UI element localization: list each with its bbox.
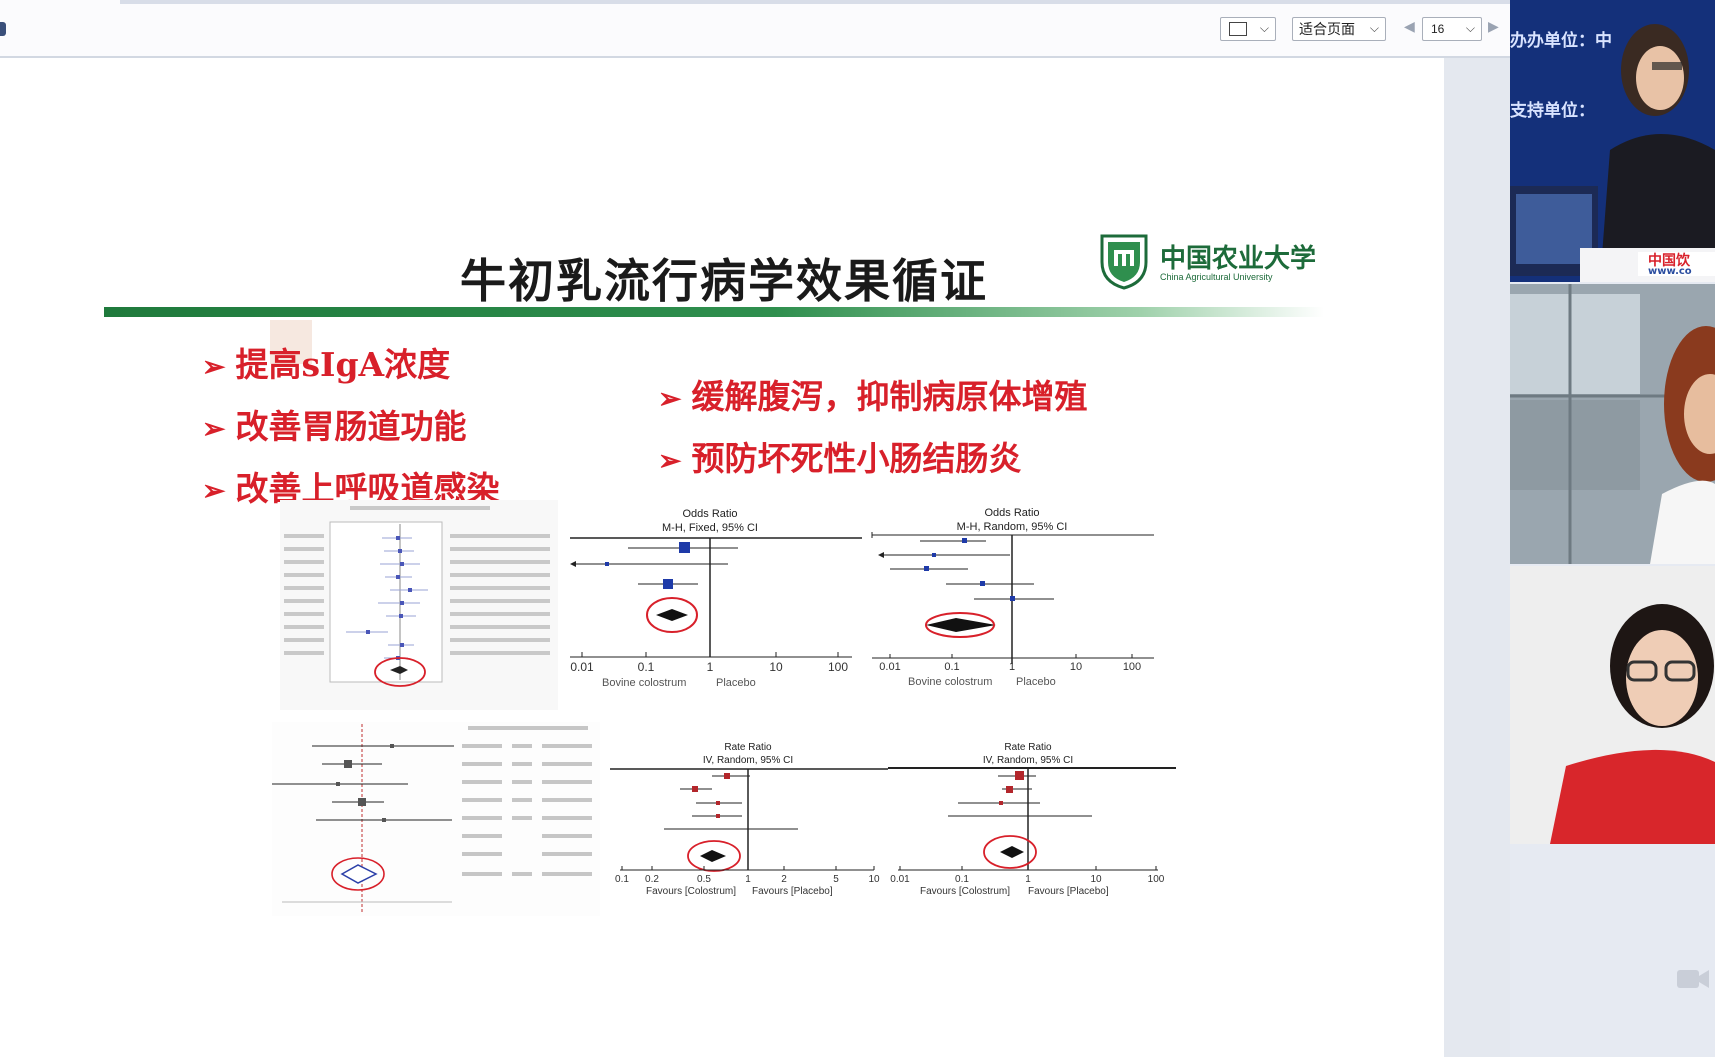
tick-label: 0.1 bbox=[615, 874, 629, 885]
university-logo-icon bbox=[1100, 234, 1148, 290]
toolbar-top-line bbox=[120, 0, 1510, 4]
forest-plot-rate-b: Rate Ratio IV, Random, 95% CI 0.01 0.1 1… bbox=[888, 742, 1176, 897]
slide-title: 牛初乳流行病学效果循证 bbox=[460, 254, 988, 308]
tick-label: 1 bbox=[1025, 874, 1031, 885]
host-banner-line2: 支持单位： bbox=[1510, 101, 1595, 121]
host-banner-line1: 办办单位：中 bbox=[1510, 31, 1612, 51]
bullet-item: ➢ 缓解腹泻，抑制病原体增殖 bbox=[658, 370, 1087, 418]
zoom-select[interactable]: 适合页面 ⌵ bbox=[1292, 17, 1386, 41]
chevron-down-icon: ⌵ bbox=[1465, 21, 1475, 35]
video-tile-participant-2[interactable] bbox=[1510, 566, 1715, 844]
document-viewer[interactable] bbox=[0, 58, 1444, 1057]
tick-label: 2 bbox=[781, 874, 787, 885]
axis-label-right: Placebo bbox=[1016, 676, 1056, 688]
axis-label-left: Favours [Colostrum] bbox=[920, 886, 1010, 897]
camera-icon[interactable] bbox=[1676, 966, 1710, 992]
plot-title: Rate Ratio bbox=[1004, 742, 1052, 753]
viewer-scrollbar[interactable] bbox=[1444, 58, 1510, 1057]
axis-label-right: Favours [Placebo] bbox=[752, 886, 833, 897]
logo-text-en: China Agricultural University bbox=[1160, 272, 1273, 282]
viewer-toolbar: ⌵ 适合页面 ⌵ ◀ 16 ⌵ ▶ bbox=[0, 0, 1510, 58]
video-tile-host[interactable]: 办办单位：中 支持单位： 中国饮 www.co bbox=[1510, 0, 1715, 282]
tick-label: 10 bbox=[1090, 874, 1102, 885]
tick-label: 0.1 bbox=[638, 660, 655, 674]
axis-label-right: Placebo bbox=[716, 677, 756, 689]
forest-plot-image-1 bbox=[280, 500, 558, 710]
page-number: 16 bbox=[1431, 22, 1445, 36]
tick-label: 0.1 bbox=[944, 661, 959, 673]
tick-label: 0.01 bbox=[570, 660, 594, 674]
tick-label: 1 bbox=[1009, 661, 1015, 673]
arrow-bullet-icon: ➢ bbox=[658, 382, 682, 415]
tick-label: 0.2 bbox=[645, 874, 659, 885]
arrow-bullet-icon: ➢ bbox=[202, 412, 226, 445]
forest-plot-image-2 bbox=[272, 722, 600, 916]
plot-subtitle: IV, Random, 95% CI bbox=[983, 755, 1073, 766]
arrow-bullet-icon: ➢ bbox=[658, 444, 682, 477]
text-highlight bbox=[270, 320, 312, 364]
host-url: www.co bbox=[1648, 266, 1692, 277]
prev-page-icon[interactable]: ◀ bbox=[1404, 19, 1415, 35]
forest-plot-odds-random: Odds Ratio M-H, Random, 95% CI 0.01 0.1 … bbox=[871, 507, 1154, 688]
tick-label: 0.01 bbox=[890, 874, 910, 885]
bullet-item: ➢ 提高sIgA浓度 bbox=[202, 338, 450, 386]
tick-label: 100 bbox=[1123, 661, 1141, 673]
tick-label: 0.01 bbox=[879, 661, 900, 673]
bullet-item: ➢ 预防坏死性小肠结肠炎 bbox=[658, 432, 1021, 480]
tick-label: 0.1 bbox=[955, 874, 969, 885]
tick-label: 100 bbox=[1148, 874, 1165, 885]
presenter-silhouette bbox=[1510, 24, 1715, 282]
logo-text-cn: 中国农业大学 bbox=[1160, 244, 1317, 274]
participant-1-scene bbox=[1510, 284, 1715, 564]
chevron-down-icon: ⌵ bbox=[1369, 21, 1379, 35]
arrow-bullet-icon: ➢ bbox=[202, 350, 226, 383]
plot-title: Rate Ratio bbox=[724, 742, 772, 753]
forest-plot-odds-fixed: Odds Ratio M-H, Fixed, 95% CI 0.01 0.1 1… bbox=[570, 508, 862, 689]
sidebar-toggle-icon[interactable] bbox=[0, 22, 6, 36]
host-badge: 中国饮 bbox=[1648, 253, 1690, 269]
title-underline-bar bbox=[104, 307, 1324, 317]
video-tile-participant-1[interactable] bbox=[1510, 284, 1715, 564]
bullet-text: 提高sIgA浓度 bbox=[235, 345, 451, 384]
tick-label: 1 bbox=[745, 874, 751, 885]
plot-title: Odds Ratio bbox=[682, 508, 737, 520]
zoom-label: 适合页面 bbox=[1299, 21, 1355, 37]
page-number-select[interactable]: 16 ⌵ bbox=[1422, 17, 1482, 41]
plot-subtitle: M-H, Fixed, 95% CI bbox=[662, 522, 758, 534]
tick-label: 100 bbox=[828, 660, 848, 674]
plot-subtitle: IV, Random, 95% CI bbox=[703, 755, 793, 766]
single-page-icon bbox=[1229, 22, 1247, 36]
tick-label: 0.5 bbox=[697, 874, 711, 885]
tick-label: 10 bbox=[1070, 661, 1082, 673]
tick-label: 5 bbox=[833, 874, 839, 885]
next-page-icon[interactable]: ▶ bbox=[1488, 19, 1499, 35]
tick-label: 10 bbox=[769, 660, 783, 674]
plot-title: Odds Ratio bbox=[984, 507, 1039, 519]
bullet-item: ➢ 改善胃肠道功能 bbox=[202, 400, 466, 448]
view-mode-select[interactable]: ⌵ bbox=[1220, 17, 1276, 41]
forest-plot-rate-a: Rate Ratio IV, Random, 95% CI 0.1 0.2 0.… bbox=[610, 742, 888, 897]
axis-label-left: Favours [Colostrum] bbox=[646, 886, 736, 897]
bullet-text: 缓解腹泻，抑制病原体增殖 bbox=[691, 377, 1088, 416]
bullet-text: 预防坏死性小肠结肠炎 bbox=[691, 439, 1022, 478]
plot-subtitle: M-H, Random, 95% CI bbox=[957, 521, 1068, 533]
axis-label-left: Bovine colostrum bbox=[908, 676, 992, 688]
bullet-text: 改善胃肠道功能 bbox=[235, 407, 467, 446]
tick-label: 1 bbox=[707, 660, 714, 674]
chevron-down-icon: ⌵ bbox=[1259, 21, 1269, 35]
axis-label-right: Favours [Placebo] bbox=[1028, 886, 1109, 897]
axis-label-left: Bovine colostrum bbox=[602, 677, 686, 689]
participant-2-scene bbox=[1510, 566, 1715, 844]
arrow-bullet-icon: ➢ bbox=[202, 474, 226, 507]
video-panel: 办办单位：中 支持单位： 中国饮 www.co bbox=[1510, 0, 1715, 1057]
tick-label: 10 bbox=[868, 874, 880, 885]
